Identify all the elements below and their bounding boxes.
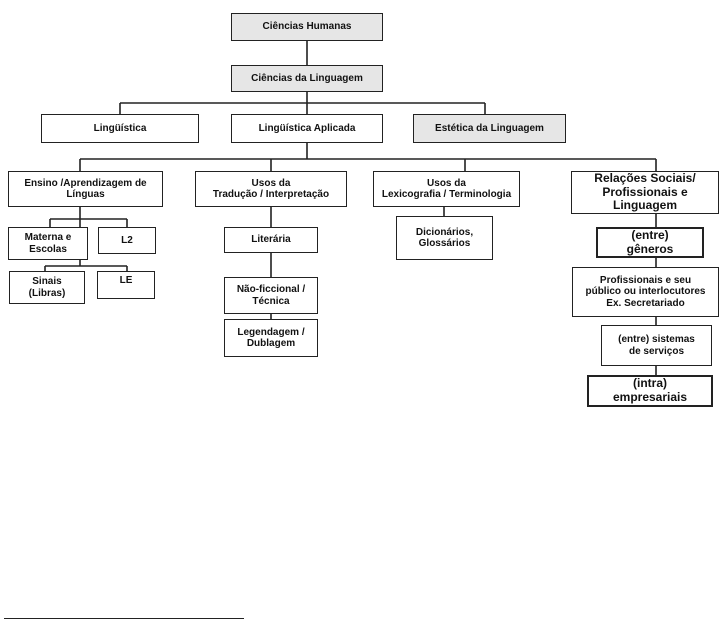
- node-relacoes-sociais: Relações Sociais/ Profissionais e Lingua…: [571, 171, 719, 214]
- node-nao-ficcional: Não-ficcional / Técnica: [224, 277, 318, 314]
- node-sinais-libras: Sinais (Libras): [9, 271, 85, 304]
- node-linguistica-aplicada: Lingüística Aplicada: [231, 114, 383, 143]
- node-le: LE: [97, 271, 155, 299]
- node-usos-lexicografia: Usos da Lexicografia / Terminologia: [373, 171, 520, 207]
- node-l2: L2: [98, 227, 156, 254]
- node-literaria: Literária: [224, 227, 318, 253]
- node-intra-empresariais: (intra) empresariais: [587, 375, 713, 407]
- node-usos-traducao: Usos da Tradução / Interpretação: [195, 171, 347, 207]
- node-entre-generos: (entre) gêneros: [596, 227, 704, 258]
- node-sistemas-servicos: (entre) sistemas de serviços: [601, 325, 712, 366]
- node-profissionais-publico: Profissionais e seu público ou interlocu…: [572, 267, 719, 317]
- node-legendagem: Legendagem / Dublagem: [224, 319, 318, 357]
- node-ciencias-da-linguagem: Ciências da Linguagem: [231, 65, 383, 92]
- node-dicionarios: Dicionários, Glossários: [396, 216, 493, 260]
- node-linguistica: Lingüística: [41, 114, 199, 143]
- node-ciencias-humanas: Ciências Humanas: [231, 13, 383, 41]
- node-materna-escolas: Materna e Escolas: [8, 227, 88, 260]
- node-estetica-da-linguagem: Estética da Linguagem: [413, 114, 566, 143]
- footnote-rule: [4, 618, 244, 619]
- node-ensino-aprendizagem: Ensino /Aprendizagem de Línguas: [8, 171, 163, 207]
